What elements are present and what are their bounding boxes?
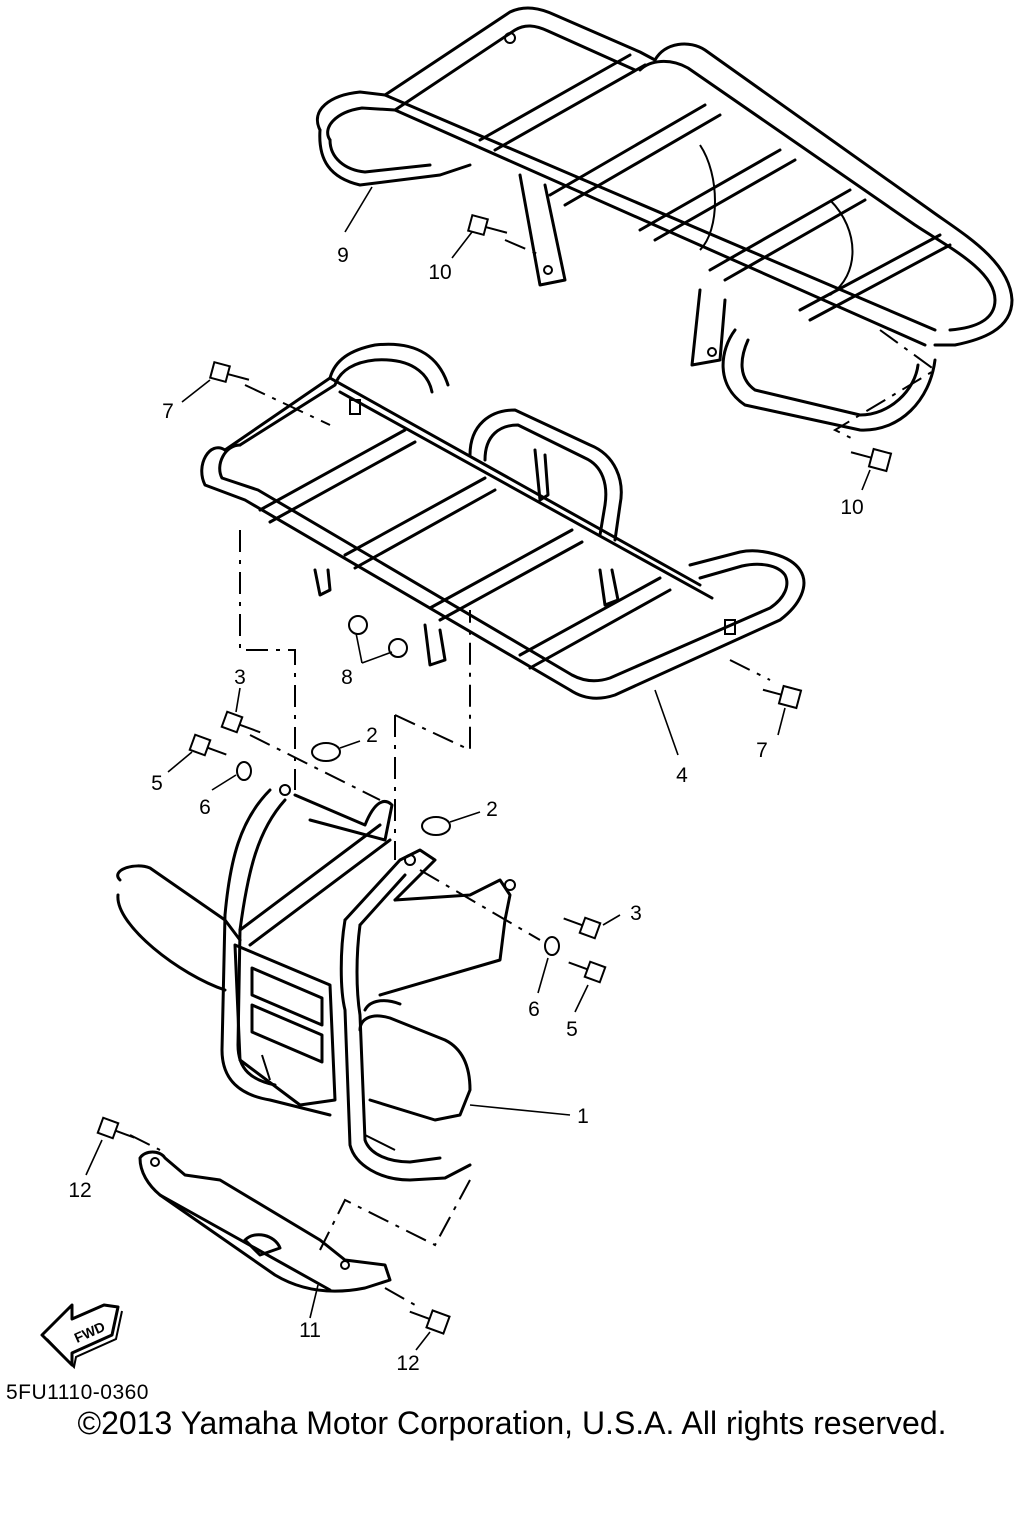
callout-8: 8	[341, 666, 353, 689]
callout-3-left: 3	[234, 666, 246, 689]
callout-2-lower: 2	[486, 798, 498, 821]
centerlines	[129, 239, 937, 1306]
grommet-2b	[421, 816, 451, 836]
diagram-code: 5FU1110-0360	[6, 1381, 149, 1404]
bolt-7b	[762, 684, 803, 710]
callout-6-right: 6	[528, 998, 540, 1021]
front-carrier	[200, 342, 806, 700]
fwd-arrow-icon: FWD	[40, 1303, 123, 1370]
callout-12-right: 12	[396, 1352, 419, 1375]
callout-6-left: 6	[199, 796, 211, 819]
washer-6a	[236, 761, 252, 781]
copyright-notice: ©2013 Yamaha Motor Corporation, U.S.A. A…	[77, 1405, 947, 1441]
fwd-label: FWD	[72, 1318, 108, 1346]
bolt-3a	[220, 710, 261, 734]
callout-10-rear-left: 10	[428, 261, 451, 284]
bolt-5b	[568, 960, 607, 984]
callout-7-left: 7	[162, 400, 174, 423]
bolt-5a	[188, 733, 227, 757]
callout-1: 1	[577, 1105, 589, 1128]
callout-12-left: 12	[68, 1179, 91, 1202]
bolts	[96, 213, 893, 1335]
callout-4: 4	[676, 764, 688, 787]
callout-2-upper: 2	[366, 724, 378, 747]
nut-8a	[348, 615, 368, 635]
callout-5-left: 5	[151, 772, 163, 795]
callout-9: 9	[337, 244, 349, 267]
callout-3-right: 3	[630, 902, 642, 925]
callout-7-right: 7	[756, 739, 768, 762]
front-guard	[116, 784, 516, 1182]
bolt-3b	[563, 916, 602, 940]
grommet-2a	[311, 742, 341, 762]
callout-11: 11	[299, 1319, 321, 1342]
nut-8b	[388, 638, 408, 658]
bolt-12b	[409, 1309, 451, 1335]
bolt-7a	[208, 360, 250, 384]
leader-lines	[85, 186, 871, 1351]
washer-6b	[544, 936, 560, 956]
bolt-10b	[850, 447, 893, 473]
callout-5-right: 5	[566, 1018, 578, 1041]
rear-carrier	[316, 6, 1014, 432]
skid-plate	[138, 1150, 392, 1293]
bolt-10a	[466, 213, 508, 237]
callout-10-rear-right: 10	[840, 496, 863, 519]
callouts: 9 10 10 7 7 8 4 3 3 2 2 5 5 6 6 1 12 12 …	[68, 244, 863, 1375]
bolt-12a	[96, 1116, 135, 1140]
